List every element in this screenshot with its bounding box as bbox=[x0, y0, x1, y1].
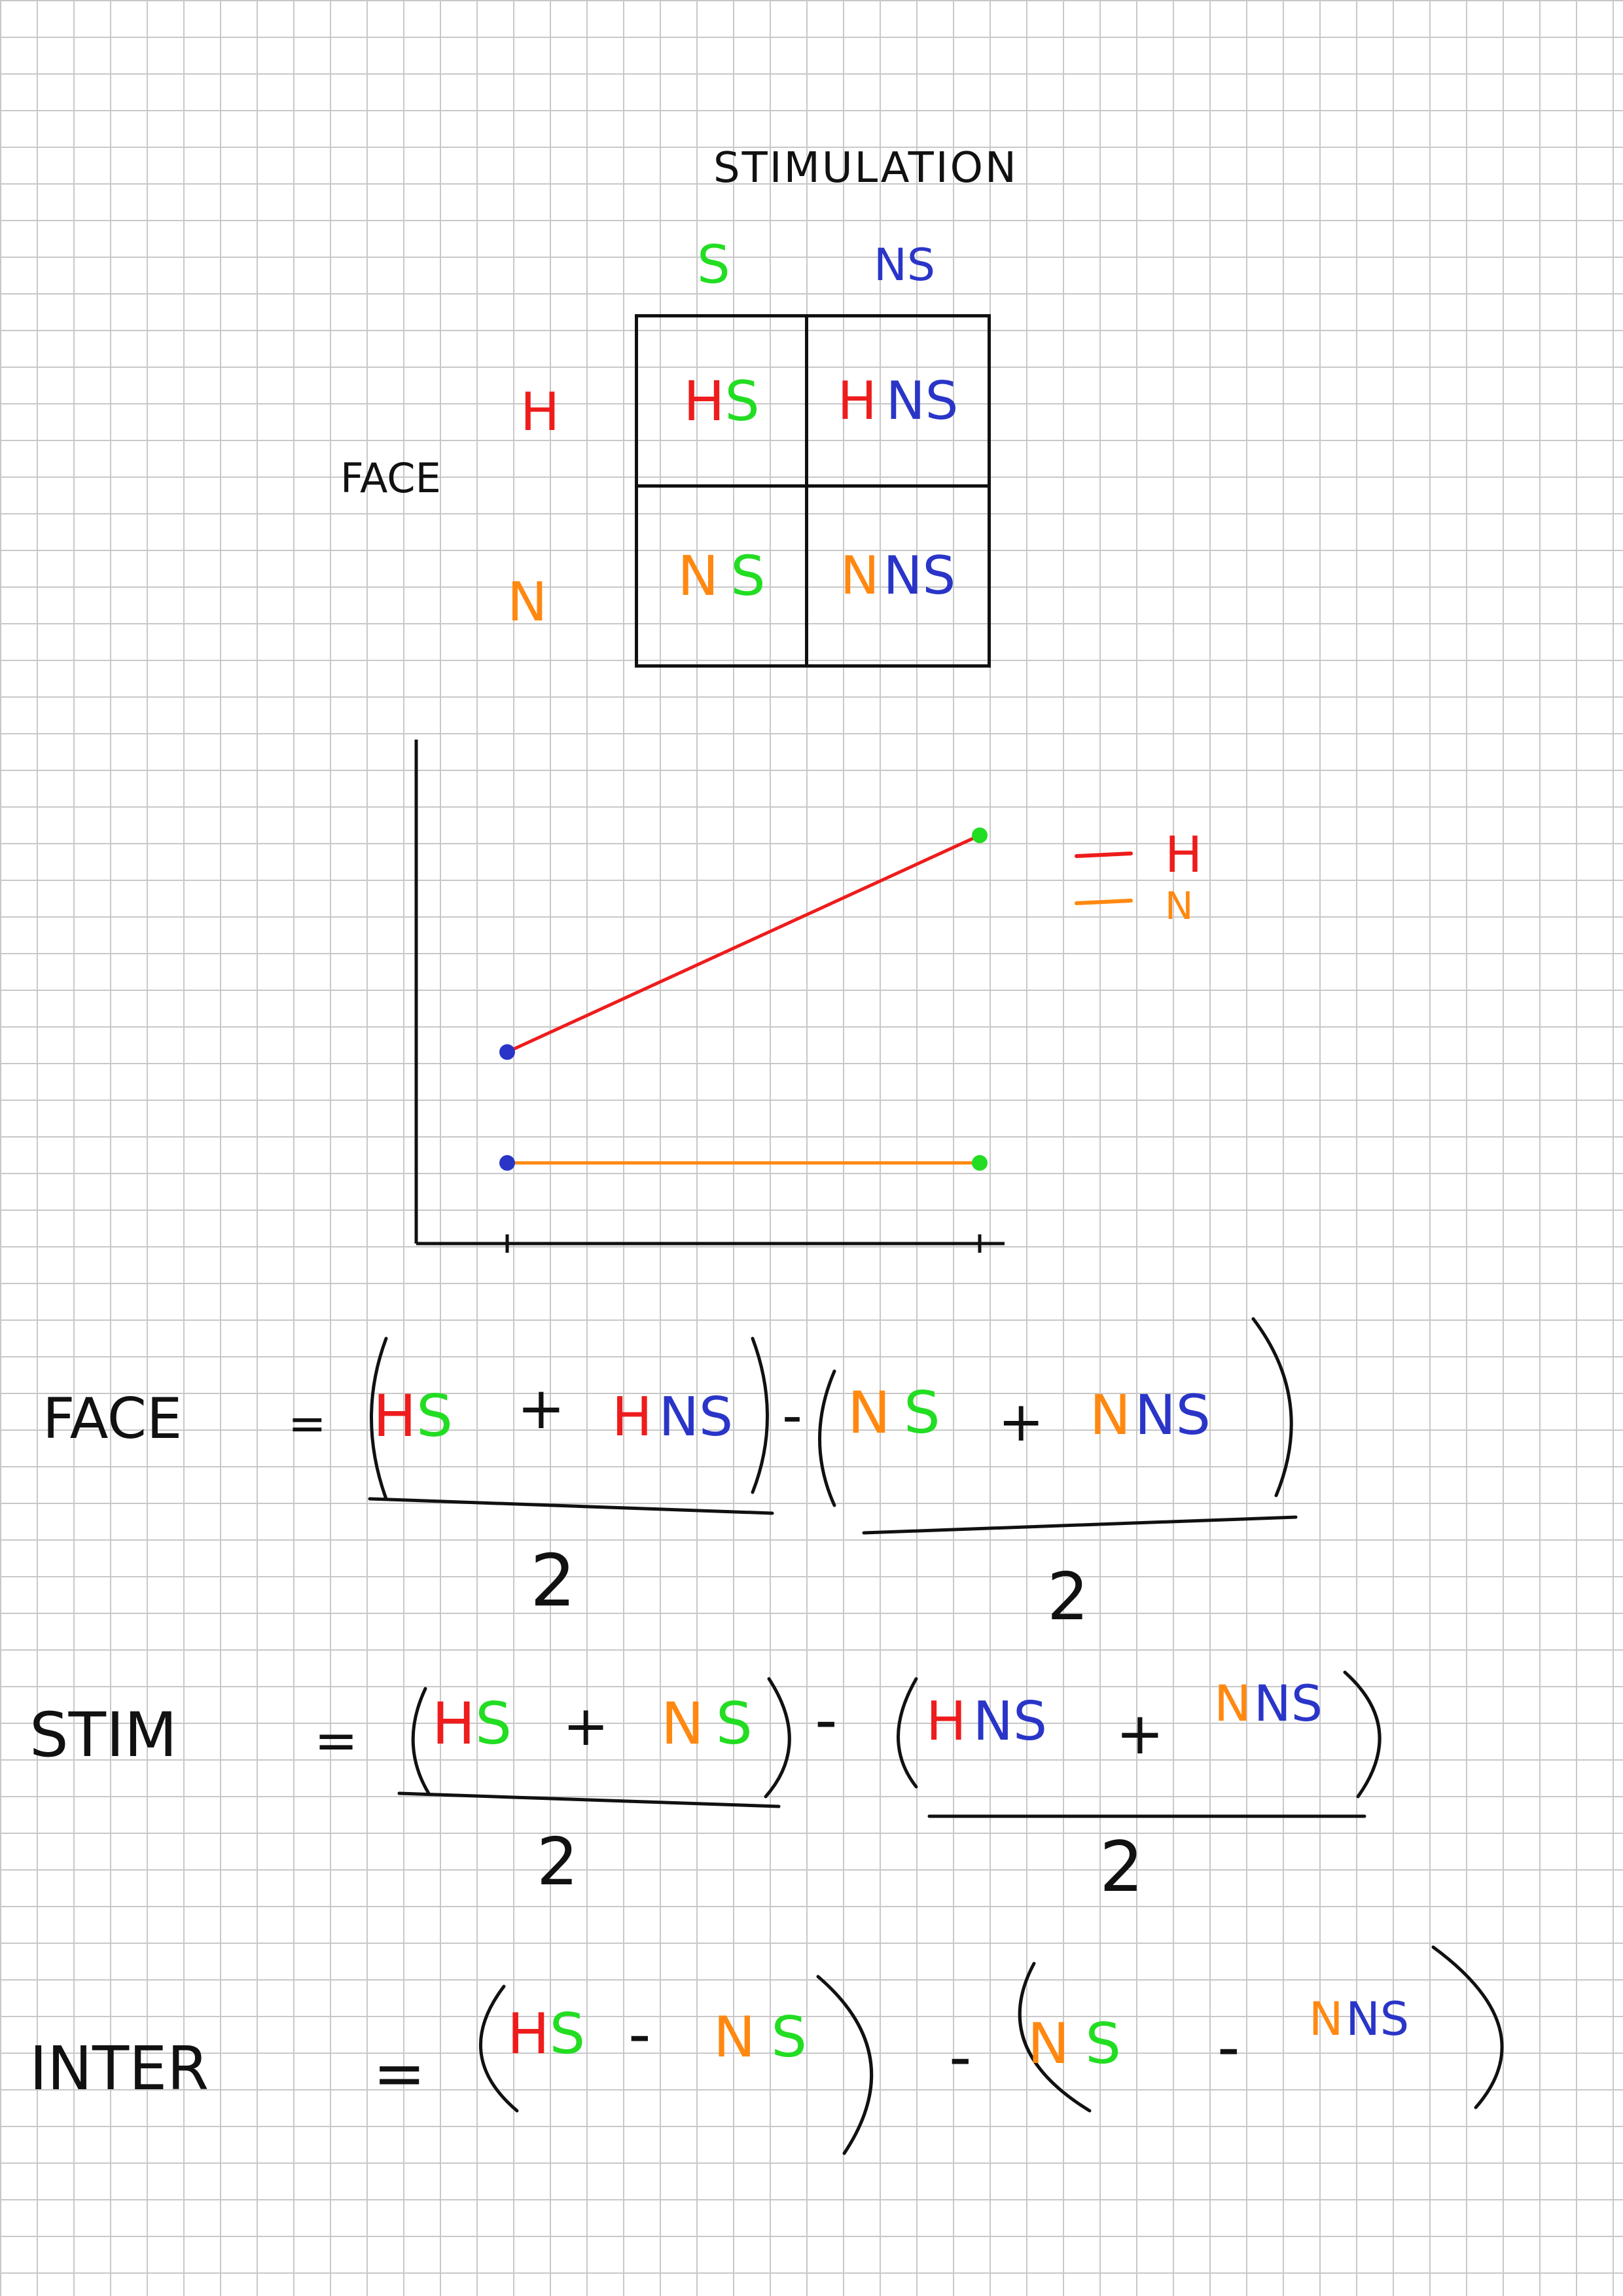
series-line-h bbox=[506, 834, 981, 1054]
face-term-nns: NNS bbox=[1090, 1383, 1211, 1447]
cell-hns-stim: NS bbox=[885, 370, 959, 431]
inter-minus-1: - bbox=[628, 1998, 651, 2071]
inter-minus-2: - bbox=[949, 2020, 972, 2094]
cell-ns-face: N bbox=[677, 544, 719, 608]
stim-denominator-1: 2 bbox=[537, 1823, 579, 1900]
face-fraction-bar-1 bbox=[368, 1497, 774, 1515]
matrix-title: STIMULATION bbox=[713, 144, 1018, 192]
inter-label: INTER bbox=[29, 2034, 209, 2104]
legend-label-h: H bbox=[1165, 825, 1202, 884]
inter-term-hs: HS bbox=[507, 2001, 586, 2067]
point-h-ns bbox=[499, 1044, 515, 1060]
face-equals: = bbox=[288, 1397, 327, 1450]
stim-term-hs: HS bbox=[432, 1690, 512, 1757]
inter-term-nns: NNS bbox=[1309, 1992, 1410, 2046]
inter-minus-3: - bbox=[1217, 2011, 1240, 2084]
cell-ns-stim: S bbox=[730, 544, 766, 608]
stim-minus: - bbox=[815, 1683, 838, 1757]
point-n-s bbox=[972, 1155, 988, 1171]
column-header-s: S bbox=[697, 234, 730, 295]
face-paren-1-open bbox=[370, 1336, 388, 1501]
legend-swatch-n bbox=[1075, 899, 1133, 905]
face-paren-2-open bbox=[818, 1369, 836, 1507]
face-label: FACE bbox=[43, 1386, 183, 1452]
face-denominator-2: 2 bbox=[1047, 1558, 1089, 1635]
face-paren-1-close bbox=[751, 1336, 769, 1494]
row-header-face: FACE bbox=[340, 454, 441, 502]
stim-plus-2: + bbox=[1116, 1700, 1164, 1767]
face-paren-2-close bbox=[1251, 1317, 1293, 1498]
cell-hs-stim: S bbox=[724, 368, 760, 433]
face-term-hs: HS bbox=[373, 1382, 454, 1450]
legend-label-n: N bbox=[1165, 884, 1193, 928]
cell-nns-face: N bbox=[840, 545, 880, 606]
face-minus: - bbox=[782, 1383, 803, 1448]
inter-equals: = bbox=[373, 2037, 426, 2110]
cell-nns-stim: NS bbox=[883, 545, 956, 606]
cell-hns-face: H bbox=[837, 370, 877, 431]
stim-paren-2-open bbox=[897, 1677, 918, 1789]
column-header-ns: NS bbox=[874, 240, 936, 291]
face-fraction-bar-2 bbox=[862, 1515, 1298, 1535]
row-label-h: H bbox=[520, 382, 560, 442]
stim-label: STIM bbox=[29, 1700, 177, 1771]
cell-hs-face: H bbox=[683, 368, 725, 433]
inter-paren-1-close bbox=[816, 1975, 874, 2155]
stim-paren-1-close bbox=[764, 1677, 791, 1799]
stim-paren-1-open bbox=[411, 1687, 431, 1795]
legend-swatch-h bbox=[1075, 852, 1133, 858]
stim-equals: = bbox=[314, 1710, 359, 1771]
face-plus-2: + bbox=[998, 1390, 1044, 1454]
face-denominator-1: 2 bbox=[530, 1539, 576, 1623]
face-plus-1: + bbox=[517, 1374, 565, 1442]
matrix-grid bbox=[635, 314, 991, 668]
matrix-divider-horizontal bbox=[635, 484, 991, 488]
stim-paren-2-close bbox=[1343, 1670, 1382, 1799]
stim-denominator-2: 2 bbox=[1099, 1827, 1144, 1907]
stim-term-nns: NNS bbox=[1214, 1674, 1323, 1732]
row-label-n: N bbox=[507, 571, 548, 634]
point-n-ns bbox=[499, 1155, 515, 1171]
inter-paren-1-open bbox=[478, 1984, 519, 2113]
stim-fraction-bar-1 bbox=[397, 1791, 781, 1808]
point-h-s bbox=[972, 827, 988, 844]
matrix-divider-vertical bbox=[805, 314, 808, 668]
inter-paren-2-open bbox=[1018, 1962, 1092, 2113]
inter-paren-2-close bbox=[1431, 1945, 1504, 2109]
stim-plus-1: + bbox=[563, 1694, 609, 1758]
